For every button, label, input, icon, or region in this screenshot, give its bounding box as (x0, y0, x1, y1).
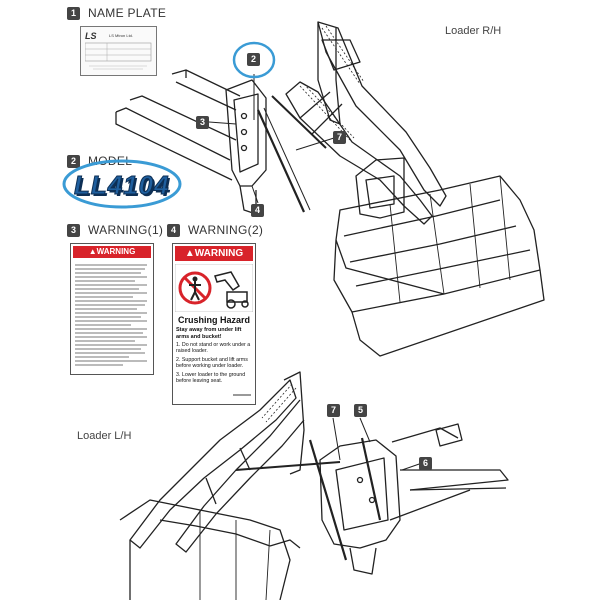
view-label-left: Loader L/H (77, 430, 132, 442)
view-label-right: Loader R/H (445, 25, 502, 37)
warning1-decal: ▲WARNING (70, 243, 154, 375)
lh-callout-5: 5 (354, 404, 367, 417)
part-number-mark (233, 394, 251, 396)
company-name: LS Mtron Ltd. (109, 33, 134, 38)
callout-badge-4: 4 (167, 224, 180, 237)
crushing-hazard-pictogram (175, 264, 253, 312)
crushing-hazard-subtitle: Stay away from under lift arms and bucke… (176, 327, 242, 340)
warning-triangle-icon: ▲ (184, 248, 195, 259)
rh-callout-4: 4 (251, 204, 264, 217)
crushing-hazard-list: 1. Do not stand or work under a raised l… (176, 342, 252, 384)
callout-badge-3: 3 (67, 224, 80, 237)
model-decal-text: LL4104 (74, 170, 170, 201)
warning1-fine-print (75, 264, 147, 366)
crushing-hazard-heading: Crushing Hazard (177, 315, 250, 325)
model-highlight-ellipse (62, 159, 182, 209)
list-item: 3. Lower loader to the ground before lea… (176, 371, 246, 385)
list-item: 2. Support bucket and lift arms before w… (176, 356, 248, 370)
callout-badge-2: 2 (67, 155, 80, 168)
warning2-header: ▲WARNING (175, 246, 253, 261)
warning1-title: WARNING(1) (88, 223, 164, 237)
warning-triangle-icon: ▲ (88, 247, 97, 256)
rh-callout-3: 3 (196, 116, 209, 129)
ls-logo: LS (85, 31, 97, 41)
warning2-title: WARNING(2) (188, 223, 264, 237)
lh-callout-6: 6 (419, 457, 432, 470)
callout-2-highlight-ring (232, 41, 276, 79)
name-plate-fields (85, 42, 152, 70)
name-plate-decal: LS LS Mtron Ltd. (80, 26, 157, 76)
lh-callout-7: 7 (327, 404, 340, 417)
name-plate-title: NAME PLATE (88, 6, 167, 20)
warning2-decal: ▲WARNING Crushing Hazard Stay away from … (172, 243, 256, 405)
rh-callout-7: 7 (333, 131, 346, 144)
list-item: 1. Do not stand or work under a raised l… (176, 342, 251, 355)
warning1-header: ▲WARNING (73, 246, 151, 258)
rh-callout-2: 2 (247, 53, 260, 66)
callout-badge-1: 1 (67, 7, 80, 20)
